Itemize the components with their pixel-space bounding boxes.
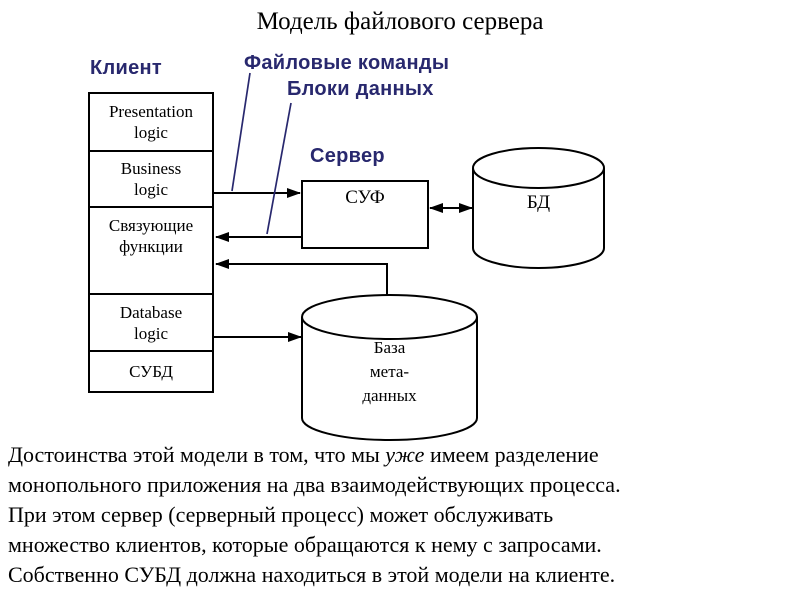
paragraph-text: имеем разделение [424,442,599,467]
leader-line-data-blocks [266,102,292,235]
client-row-label: СУБД [129,362,173,381]
client-row-label: Business logic [120,159,182,199]
client-row-presentation-logic: Presentation logic [90,94,212,152]
client-row-subd: СУБД [90,352,212,391]
paragraph-line: монопольного приложения на два взаимодей… [8,472,621,497]
body-paragraph: Достоинства этой модели в том, что мы уж… [8,440,794,590]
client-title-label: Клиент [90,57,163,79]
server-title-label: Сервер [310,145,385,167]
client-row-label: Связующие функции [108,216,194,256]
paragraph-italic-word: уже [385,442,425,467]
client-row-binding-functions: Связующие функции [90,208,212,295]
cylinder-meta-db [301,294,478,441]
paragraph-text: Достоинства этой модели в том, что мы [8,442,386,467]
cylinder-db [472,147,605,269]
slide-title: Модель файлового сервера [256,8,544,35]
client-row-database-logic: Database logic [90,295,212,352]
suf-server-box: СУФ [301,180,429,249]
arrow-metadb-to-client [215,259,388,300]
meta-db-cylinder-label: База мета- данных [362,338,417,405]
client-row-business-logic: Business logic [90,152,212,208]
paragraph-line: Собственно СУБД должна находиться в этой… [8,562,616,587]
file-commands-label: Файловые команды [244,52,450,74]
paragraph-line: При этом сервер (серверный процесс) може… [8,502,554,527]
data-blocks-label: Блоки данных [287,78,434,100]
client-row-label: Database logic [119,302,183,343]
client-row-label: Presentation logic [108,102,194,142]
suf-box-label: СУФ [345,187,385,208]
paragraph-line: множество клиентов, которые обращаются к… [8,532,602,557]
paragraph-line: Достоинства этой модели в том, что мы уж… [8,440,794,470]
client-stack-box: Presentation logic Business logic Связую… [88,92,214,393]
leader-line-file-commands [231,72,251,192]
db-cylinder-label: БД [526,192,551,213]
